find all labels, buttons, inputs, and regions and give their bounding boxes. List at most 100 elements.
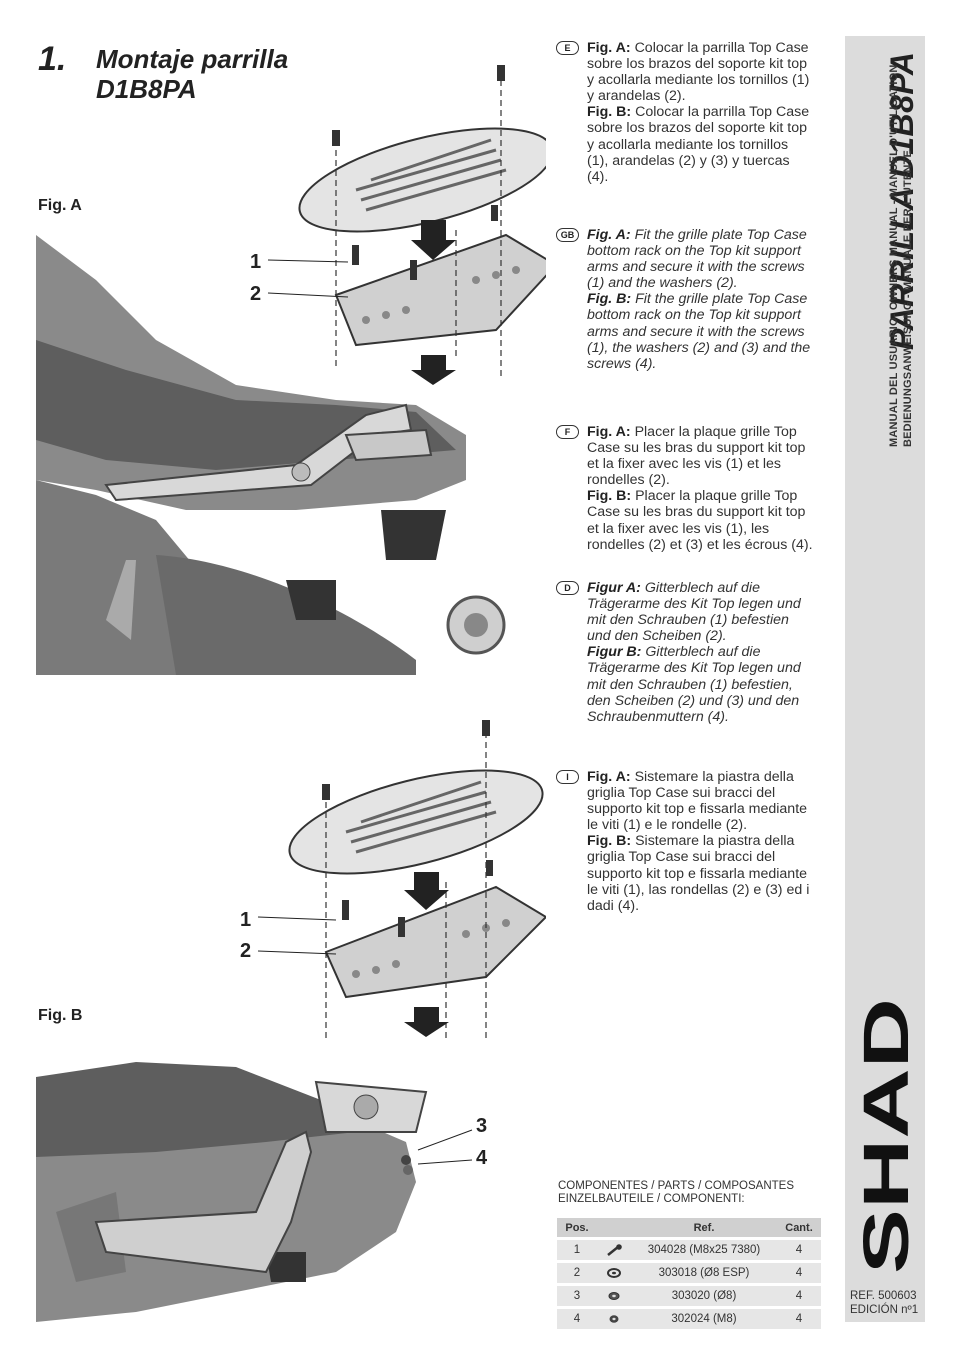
instruction-es: E Fig. A: Colocar la parrilla Top Case s… (556, 40, 813, 185)
part-pos: 3 (557, 1286, 597, 1306)
part-ref: 304028 (M8x25 7380) (631, 1240, 777, 1260)
shock-absorber (56, 1192, 126, 1282)
shad-logo: SHAD (858, 998, 912, 1274)
col-pos: Pos. (557, 1218, 597, 1237)
fig-a-ref: Fig. A: (587, 227, 631, 243)
rear-wheel (156, 555, 416, 675)
fig-a-ref: Fig. A: (587, 424, 631, 440)
fig-b-illustration (36, 720, 546, 1322)
screw-icon (597, 1240, 631, 1260)
col-qty: Cant. (777, 1218, 821, 1237)
instruction-de: D Figur A: Gitterblech auf die Trägerarm… (556, 580, 813, 725)
fig-b-callout-3: 3 (476, 1115, 488, 1137)
table-row: 1 304028 (M8x25 7380) 4 (557, 1240, 821, 1260)
table-row: 4 302024 (M8) 4 (557, 1309, 821, 1329)
part-qty: 4 (777, 1309, 821, 1329)
table-row: 2 303018 (Ø8 ESP) 4 (557, 1263, 821, 1283)
rack-mount (344, 428, 433, 462)
fig-b-callout-4: 4 (476, 1147, 488, 1169)
part-ref: 303020 (Ø8) (631, 1286, 777, 1306)
nut (403, 1165, 413, 1175)
fig-b-callout-1: 1 (240, 909, 252, 931)
step-number: 1. (38, 40, 67, 78)
instruction-gb: GB Fig. A: Fit the grille plate Top Case… (556, 227, 813, 372)
instruction-text: Sistemare la piastra della griglia Top C… (587, 769, 808, 834)
part-ref: 302024 (M8) (631, 1309, 777, 1329)
table-row: 3 303020 (Ø8) 4 (557, 1286, 821, 1306)
fig-b-ref: Fig. B: (587, 833, 632, 850)
instruction-text: Placer la plaque grille Top Case su les … (587, 488, 813, 553)
fig-a-ref: Figur A: (587, 580, 641, 596)
lang-badge-it: I (556, 770, 579, 784)
fig-a-illustration (36, 65, 546, 675)
instruction-text: Gitterblech auf die Trägerarme des Kit T… (587, 644, 801, 725)
page-title: Montaje parrilla D1B8PA (96, 44, 356, 104)
instruction-fr: F Fig. A: Placer la plaque grille Top Ca… (556, 424, 813, 553)
lang-badge-fr: F (556, 425, 579, 439)
parts-heading-line1: COMPONENTES / PARTS / COMPOSANTES (558, 1180, 794, 1192)
parts-table-header: Pos. Ref. Cant. (557, 1218, 821, 1237)
fig-a-label: Fig. A (38, 197, 82, 214)
part-pos: 2 (557, 1263, 597, 1283)
turn-signal (266, 1252, 306, 1282)
part-ref: 303018 (Ø8 ESP) (631, 1263, 777, 1283)
top-case-plate (288, 769, 544, 875)
instruction-text: Placer la plaque grille Top Case su les … (587, 424, 806, 489)
parts-heading: COMPONENTES / PARTS / COMPOSANTES EINZEL… (558, 1180, 818, 1206)
fig-b-ref: Fig. B: (587, 291, 632, 308)
fig-b-ref: Fig. B: (587, 104, 632, 121)
manual-subtitle-line2: BEDIENUNGSANWEISUNG - MANUALE PER L'UTEN… (902, 149, 914, 447)
grille-plate (324, 885, 546, 999)
page-title-line1: Montaje parrilla (96, 44, 289, 74)
col-icon (597, 1218, 631, 1237)
top-case-plate (298, 127, 546, 233)
fig-a-ref: Fig. A: (587, 40, 631, 56)
washer (401, 1155, 411, 1165)
part-qty: 4 (777, 1286, 821, 1306)
down-arrow (404, 872, 449, 910)
instruction-text: Colocar la parrilla Top Case sobre los b… (587, 104, 810, 185)
fig-b-ref: Fig. B: (587, 488, 632, 505)
fig-a-callout-2: 2 (250, 283, 262, 305)
parts-table: Pos. Ref. Cant. 1 304028 (M8x25 7380) 4 … (557, 1215, 821, 1332)
sidebar (845, 36, 925, 1322)
parts-heading-line2: EINZELBAUTEILE / COMPONENTI: (558, 1193, 745, 1205)
instruction-it: I Fig. A: Sistemare la piastra della gri… (556, 769, 813, 914)
turn-signal (286, 580, 336, 620)
instruction-text: Gitterblech auf die Trägerarme des Kit T… (587, 580, 801, 645)
lang-badge-es: E (556, 41, 579, 55)
instruction-text: Colocar la parrilla Top Case sobre los b… (587, 40, 810, 105)
part-qty: 4 (777, 1263, 821, 1283)
fig-b-label: Fig. B (38, 1007, 83, 1024)
fig-a-callout-1: 1 (250, 251, 262, 273)
edition-number: EDICIÓN nº1 (850, 1304, 919, 1316)
down-arrow (411, 220, 456, 260)
fig-b-callout-2: 2 (240, 940, 252, 962)
lang-badge-de: D (556, 581, 579, 595)
nut-icon (597, 1309, 631, 1329)
tail-light (381, 510, 446, 560)
motorcycle-seat (36, 1062, 356, 1157)
rack-arm (94, 1130, 313, 1274)
fig-b-ref: Figur B: (587, 644, 642, 661)
rack-hole (353, 1094, 379, 1120)
col-ref: Ref. (631, 1218, 777, 1237)
instruction-text: Fit the grille plate Top Case bottom rac… (587, 227, 807, 292)
part-qty: 4 (777, 1240, 821, 1260)
svg-text:SHAD: SHAD (858, 998, 912, 1274)
instruction-text: Fit the grille plate Top Case bottom rac… (587, 291, 811, 372)
page-title-line2: D1B8PA (96, 74, 197, 104)
reference-number: REF. 500603 (850, 1290, 917, 1302)
instruction-text: Sistemare la piastra della griglia Top C… (587, 833, 810, 914)
washer-icon (597, 1263, 631, 1283)
lang-badge-gb: GB (556, 228, 579, 242)
footrest-bracket (106, 560, 136, 640)
rack-bolt (291, 462, 311, 482)
manual-subtitle-line1: MANUAL DEL USUARIO- OWNERS MANUAL - MANU… (888, 64, 900, 447)
fig-a-ref: Fig. A: (587, 769, 631, 785)
down-arrow (404, 1007, 449, 1037)
washer-icon (597, 1286, 631, 1306)
part-pos: 1 (557, 1240, 597, 1260)
part-pos: 4 (557, 1309, 597, 1329)
down-arrow (411, 355, 456, 385)
